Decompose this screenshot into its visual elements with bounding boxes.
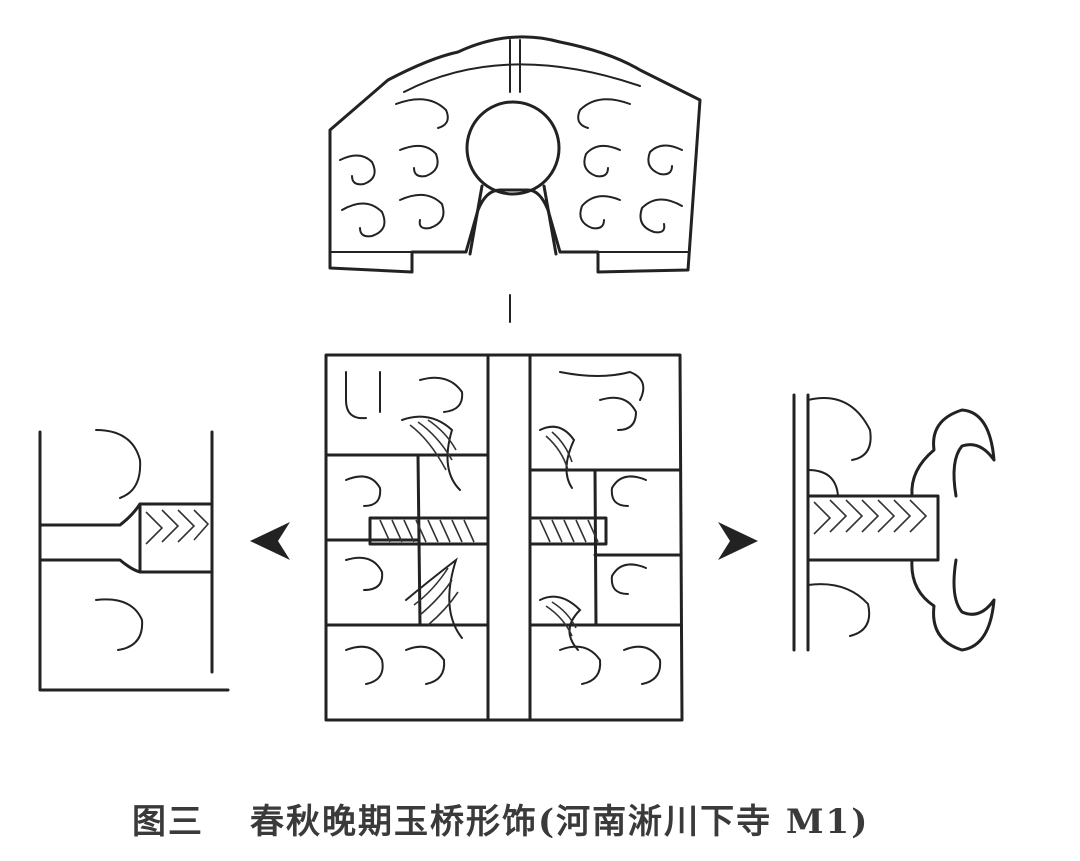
figure-title: 春秋晚期玉桥形饰(河南淅川下寺 M1): [250, 801, 870, 842]
main-front-view: [324, 353, 684, 722]
left-side-view: [38, 429, 230, 692]
arrow-right-icon: [718, 522, 758, 560]
jade-bridge-ornament-drawing: [38, 35, 996, 722]
top-end-view: [328, 35, 702, 274]
right-side-view: [792, 393, 996, 652]
figure-label: 图三: [132, 801, 204, 842]
arrow-left-icon: [250, 522, 290, 560]
figure-caption: 图三 春秋晚期玉桥形饰(河南淅川下寺 M1): [0, 788, 1080, 848]
